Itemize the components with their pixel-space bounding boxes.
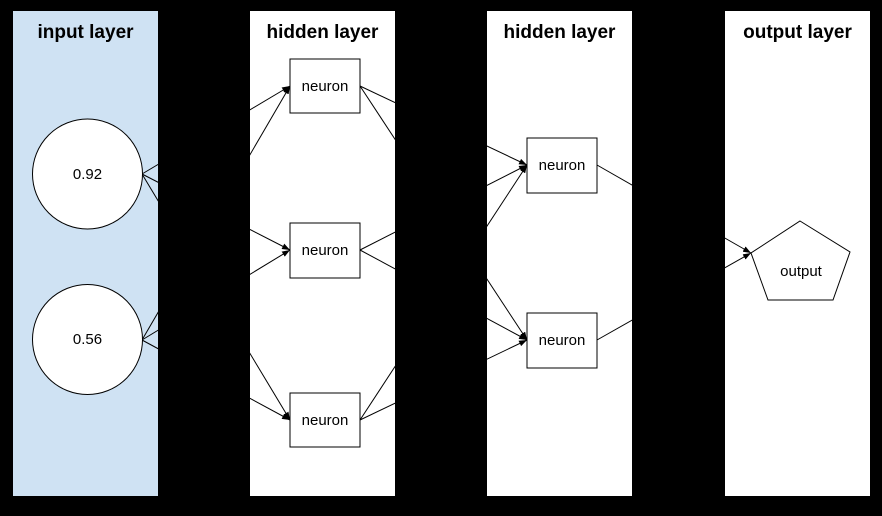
- node-input-1-label: 0.92: [73, 166, 102, 183]
- node-h1-n3-box: [289, 392, 361, 448]
- node-output-label: output: [780, 263, 823, 280]
- node-input-1-circle: [32, 118, 143, 230]
- hidden-layer-2-panel: [487, 11, 632, 496]
- node-input-2-circle: [32, 284, 143, 395]
- node-input-2-label: 0.56: [73, 331, 102, 348]
- node-h1-n3-label: neuron: [302, 412, 349, 429]
- node-h1-n1-box: [289, 58, 361, 114]
- output-layer-title: output layer: [743, 22, 852, 43]
- node-h2-n1-label: neuron: [539, 157, 586, 174]
- input-layer-panel: [13, 11, 158, 496]
- node-h2-n2-box: [526, 312, 598, 369]
- node-h1-n2-label: neuron: [302, 242, 349, 259]
- input-layer-title: input layer: [37, 22, 134, 43]
- node-h1-n1-label: neuron: [302, 78, 349, 95]
- hidden-layer-1-title: hidden layer: [267, 22, 380, 43]
- node-h2-n2-label: neuron: [539, 332, 586, 349]
- panel-gap-1: [158, 0, 250, 516]
- hidden-layer-2-title: hidden layer: [504, 22, 617, 43]
- node-h1-n2-box: [289, 222, 361, 279]
- panel-gap-3: [632, 0, 725, 516]
- panel-gap-2: [395, 0, 487, 516]
- node-output-pentagon: [750, 220, 851, 301]
- node-h2-n1-box: [526, 137, 598, 194]
